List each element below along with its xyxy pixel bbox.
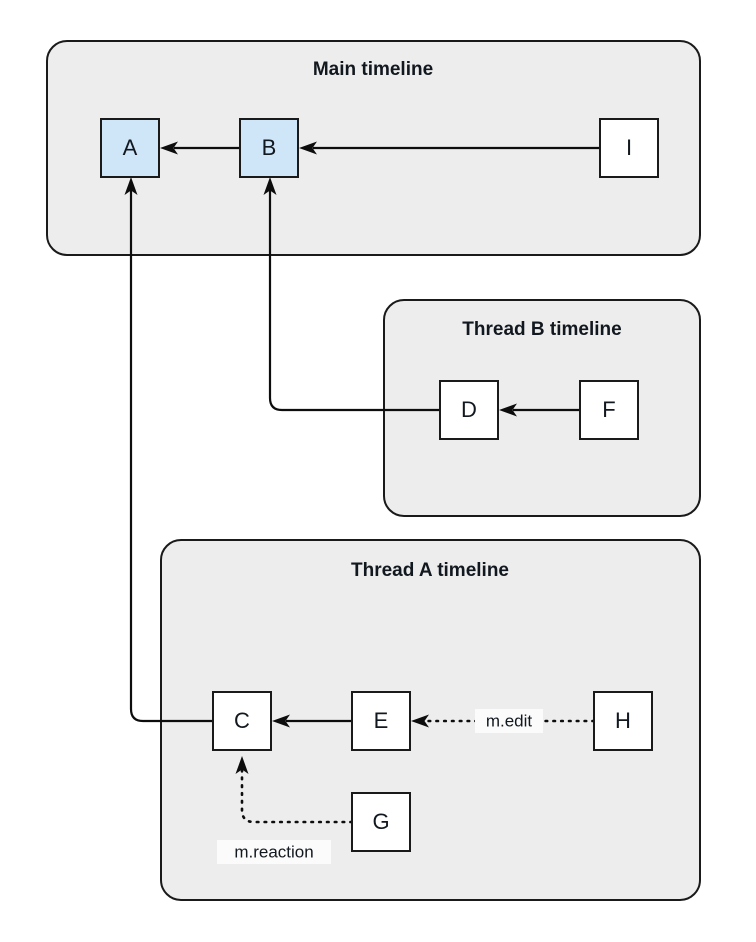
container-thread-a-timeline-label: Thread A timeline: [351, 560, 509, 581]
node-a-box: [100, 118, 160, 178]
edge-h-to-e: m.edit: [411, 709, 596, 733]
node-f-box: [579, 380, 639, 440]
node-e-box: [351, 691, 411, 751]
node-c-label: C: [234, 708, 250, 733]
edge-i-to-b-arrowhead: [299, 141, 317, 155]
node-f[interactable]: F: [579, 380, 639, 440]
node-b-box: [239, 118, 299, 178]
container-thread-b-timeline[interactable]: Thread B timeline: [383, 299, 701, 517]
node-b-label: B: [262, 135, 277, 160]
node-a-label: A: [123, 135, 138, 160]
node-b[interactable]: B: [239, 118, 299, 178]
node-i-box: [599, 118, 659, 178]
edge-f-to-d: [499, 403, 580, 417]
node-a[interactable]: A: [100, 118, 160, 178]
edge-e-to-c-arrowhead: [272, 714, 290, 728]
edge-c-to-a: [124, 177, 213, 723]
node-h-box: [593, 691, 653, 751]
edge-c-to-a-arrowhead: [124, 177, 138, 195]
edge-g-to-c-label: m.reaction: [234, 842, 313, 861]
edge-g-to-c-arrowhead: [235, 756, 249, 774]
node-c-box: [212, 691, 272, 751]
edge-h-to-e-arrowhead: [411, 714, 429, 728]
node-h[interactable]: H: [593, 691, 653, 751]
container-main-timeline-label: Main timeline: [313, 59, 433, 80]
edge-b-to-a-arrowhead: [160, 141, 178, 155]
node-i-label: I: [626, 135, 632, 160]
edge-d-to-b-path: [268, 190, 440, 412]
node-d[interactable]: D: [439, 380, 499, 440]
edge-b-to-a: [160, 141, 240, 155]
edge-e-to-c: [272, 714, 352, 728]
edge-c-to-a-path: [129, 190, 213, 723]
edge-g-to-c-label-background: [217, 840, 331, 864]
node-g-box: [351, 792, 411, 852]
node-e-label: E: [374, 708, 389, 733]
node-c[interactable]: C: [212, 691, 272, 751]
container-thread-b-timeline-shape: [383, 299, 701, 517]
edge-d-to-b-arrowhead: [263, 177, 277, 195]
edge-h-to-e-label-background: [475, 709, 543, 733]
node-g-label: G: [372, 809, 389, 834]
node-d-label: D: [461, 397, 477, 422]
node-d-box: [439, 380, 499, 440]
node-h-label: H: [615, 708, 631, 733]
edge-f-to-d-arrowhead: [499, 403, 517, 417]
node-i[interactable]: I: [599, 118, 659, 178]
node-e[interactable]: E: [351, 691, 411, 751]
edge-i-to-b: [299, 141, 600, 155]
node-g[interactable]: G: [351, 792, 411, 852]
edge-g-to-c-path: [240, 768, 354, 824]
container-thread-b-timeline-label: Thread B timeline: [462, 319, 621, 340]
edge-d-to-b: [263, 177, 440, 412]
edge-g-to-c: m.reaction: [217, 756, 354, 864]
edge-h-to-e-label: m.edit: [486, 711, 533, 730]
node-f-label: F: [602, 397, 615, 422]
